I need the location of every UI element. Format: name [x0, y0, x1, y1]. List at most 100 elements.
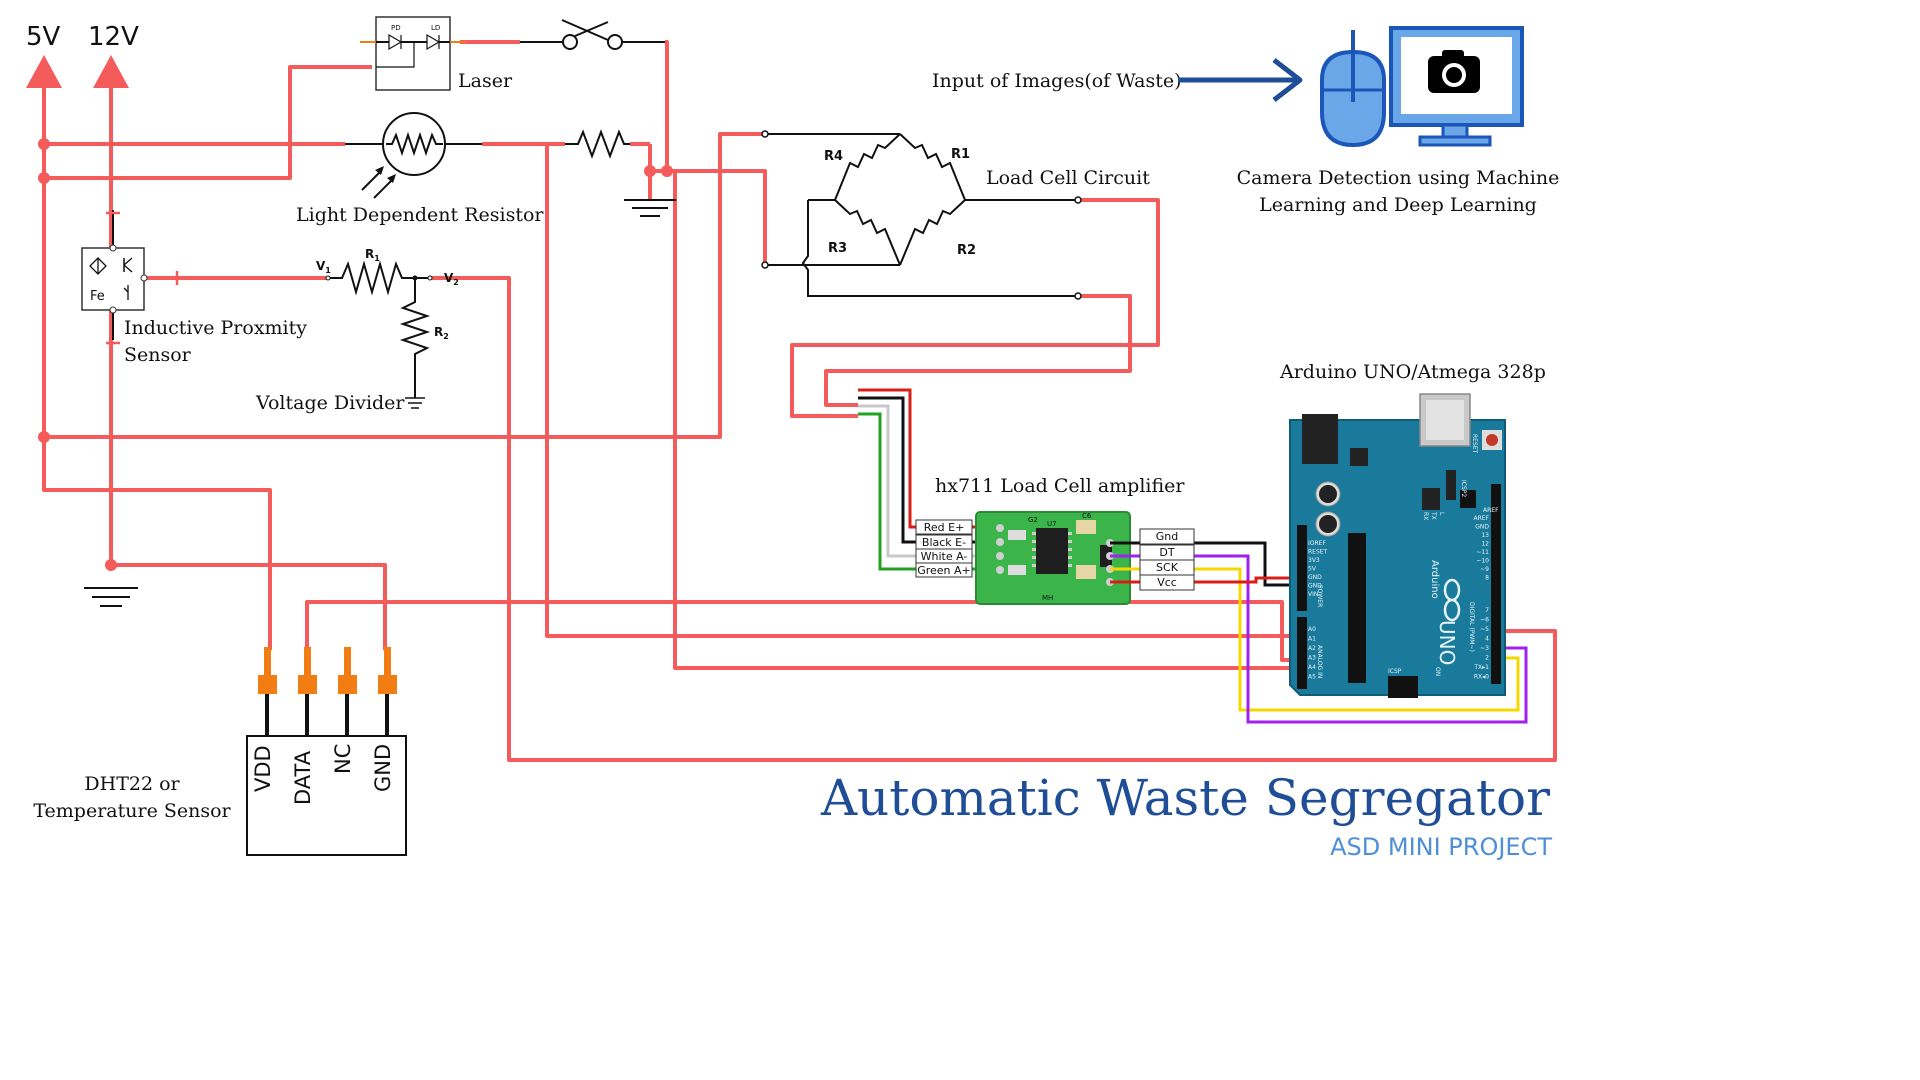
hx711-output-sck: SCK	[1156, 561, 1179, 574]
hx711-input-green: Green A+	[917, 564, 971, 577]
wire-5v-loadcell	[44, 132, 765, 439]
camera-input-label: Input of Images(of Waste)	[932, 70, 1182, 92]
dht-pin-gnd: GND	[371, 744, 395, 792]
arduino-pin-label: VIN	[1308, 591, 1318, 598]
ground-icon	[624, 199, 676, 217]
arduino-pin-label: 2	[1485, 655, 1489, 662]
wire-divider-d3	[430, 276, 1557, 762]
arduino-pin-label: A4	[1308, 664, 1316, 671]
resistor-icon	[565, 129, 630, 159]
wire-ldr-a0	[545, 144, 1300, 638]
arduino-board: Arduino UNO/Atmega 328p Arduino UNO	[1279, 361, 1546, 698]
arduino-icsp: ICSP	[1388, 668, 1402, 675]
divider-r1-label: R	[365, 247, 374, 261]
voltage-divider: V1 R1 V2 R2 Voltage Divider	[255, 247, 459, 414]
bridge-r3-label: R3	[828, 241, 847, 256]
arduino-pin-label: ~9	[1480, 566, 1489, 573]
svg-text:R1: R1	[365, 247, 380, 263]
hx711-input-black: Black E-	[922, 536, 966, 549]
hx711-silk-3: MH	[1042, 594, 1053, 602]
hx711-label: hx711 Load Cell amplifier	[935, 475, 1185, 497]
arduino-pin-label: GND	[1475, 524, 1489, 531]
arduino-label: Arduino UNO/Atmega 328p	[1279, 361, 1546, 383]
arrow-up-icon	[26, 55, 62, 88]
arduino-pin-label: 3V3	[1308, 557, 1320, 564]
arduino-model: UNO	[1435, 620, 1459, 665]
arduino-pin-label: A5	[1308, 674, 1316, 681]
circuit-diagram: 5V 12V PD LD Laser Light	[26, 16, 1560, 861]
arduino-pin-label: IOREF	[1308, 540, 1326, 547]
page-subtitle: ASD MINI PROJECT	[1330, 833, 1552, 861]
svg-text:R2: R2	[434, 325, 449, 341]
supply-5v: 5V	[26, 22, 62, 88]
mouse-icon	[1320, 30, 1386, 148]
arduino-pin-label: 13	[1481, 532, 1489, 539]
ldr-label: Light Dependent Resistor	[296, 204, 544, 226]
svg-text:V2: V2	[444, 271, 459, 287]
laser-ld-label: LD	[431, 24, 440, 32]
arrow-up-icon	[93, 55, 129, 88]
wire-laser-a2	[673, 171, 1300, 670]
arduino-pin-label: A3	[1308, 655, 1316, 662]
arduino-pin-label: 12	[1481, 541, 1489, 548]
arduino-rx: RX	[1422, 512, 1429, 520]
hx711-input-white: White A-	[921, 550, 968, 563]
laser-module: PD LD Laser	[360, 16, 513, 92]
arduino-power: POWER	[1316, 585, 1323, 607]
arduino-reset: RESET	[1471, 434, 1478, 454]
dht-pin-nc: NC	[331, 744, 355, 774]
svg-text:V1: V1	[316, 259, 331, 275]
divider-v1-label: V	[316, 259, 326, 273]
divider-r2-sub: 2	[443, 332, 449, 341]
load-cell-circuit: R4 R1 R3 R2 Load Cell Circuit	[761, 130, 1150, 300]
laser-label: Laser	[458, 70, 513, 92]
wire-dht-data	[305, 600, 1300, 662]
dht-pin-vdd: VDD	[251, 745, 275, 792]
arduino-pin-label: 5V	[1308, 566, 1317, 573]
wire-loadcell-out1	[790, 198, 1160, 418]
camera-label-line2: Learning and Deep Learning	[1259, 194, 1537, 216]
ldr-icon: Light Dependent Resistor	[296, 112, 544, 226]
red-wires	[38, 40, 1557, 762]
arduino-digital: DIGITAL (PWM~)	[1468, 602, 1475, 652]
hx711-silk-2: C6	[1082, 512, 1092, 520]
ground-icon	[84, 587, 138, 607]
dht-pin-data: DATA	[291, 750, 315, 805]
wire-loadcell-out2	[824, 294, 1132, 407]
hx711-silk-1: G2	[1028, 516, 1038, 524]
supply-12v-label: 12V	[88, 22, 139, 52]
laser-pd-label: PD	[391, 24, 401, 32]
arduino-brand: Arduino	[1429, 560, 1440, 599]
arduino-pin-label: GND	[1308, 583, 1322, 590]
camera-label-line1: Camera Detection using Machine	[1237, 167, 1560, 189]
arduino-tx: TX	[1430, 511, 1437, 520]
arduino-pin-label: 8	[1485, 575, 1489, 582]
page-title: Automatic Waste Segregator	[820, 769, 1550, 827]
divider-v2-label: V	[444, 271, 454, 285]
dht-label-line2: Temperature Sensor	[33, 800, 231, 822]
bridge-r4-label: R4	[824, 149, 843, 164]
arduino-pin-label: RX◂0	[1474, 674, 1489, 681]
voltage-divider-label: Voltage Divider	[255, 392, 405, 414]
arduino-pin-label: A2	[1308, 645, 1316, 652]
arduino-aref: AREF	[1483, 507, 1499, 514]
wire-ground-loadcell	[650, 169, 767, 265]
dht22-pins	[258, 647, 397, 736]
hx711-chip-label: U7	[1047, 520, 1057, 528]
divider-r2-label: R	[434, 325, 443, 339]
divider-r1-sub: 1	[374, 254, 380, 263]
dht-label-line1: DHT22 or	[84, 773, 180, 795]
arduino-pin-label: ~5	[1480, 626, 1489, 633]
arrow-right-icon	[1178, 58, 1303, 102]
wire-5v-rail	[42, 85, 272, 650]
bridge-r1-label: R1	[951, 147, 970, 162]
arduino-pin-label: GND	[1308, 574, 1322, 581]
arduino-analog-in: ANALOG IN	[1316, 645, 1323, 678]
wire-12v-rail	[109, 85, 387, 650]
arduino-pin-label: RESET	[1308, 549, 1328, 556]
load-cell-label: Load Cell Circuit	[986, 167, 1150, 189]
arduino-pin-label: ~3	[1480, 645, 1489, 652]
bridge-r2-label: R2	[957, 243, 976, 258]
